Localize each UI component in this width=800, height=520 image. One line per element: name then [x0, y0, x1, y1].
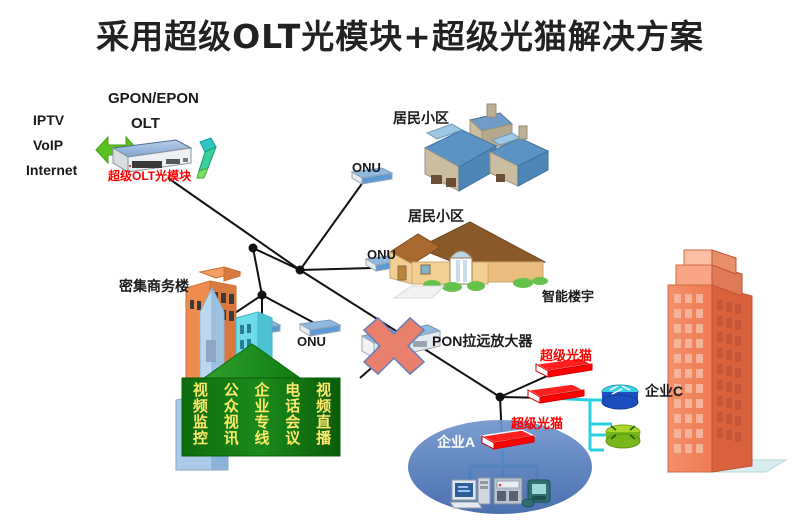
- pon-amplifier-label: PON拉远放大器: [432, 333, 533, 349]
- super-modem-label: 超级光猫: [540, 348, 593, 363]
- junction-node: [495, 392, 505, 402]
- junction-node: [257, 290, 267, 300]
- service-item-public-video: 公众视讯: [221, 382, 239, 446]
- residential-mid-label: 居民小区: [408, 208, 464, 224]
- page-title: 采用超级OLT光模块+超级光猫解决方案: [96, 17, 704, 56]
- onu-label: ONU: [352, 160, 381, 175]
- services-banner: 视频直播 电话会议 企业专线 公众视讯 视频监控: [184, 382, 338, 454]
- super-modem-label: 超级光猫: [511, 416, 564, 431]
- onu-label: ONU: [367, 247, 396, 262]
- service-item-phone-conference: 电话会议: [283, 382, 301, 446]
- enterprise-a-label: 企业A: [437, 434, 476, 450]
- residential-top-label: 居民小区: [393, 110, 449, 126]
- service-internet-label: Internet: [26, 162, 78, 178]
- gpon-epon-label: GPON/EPON: [108, 90, 199, 107]
- olt-label: OLT: [131, 115, 160, 132]
- service-item-enterprise-line: 企业专线: [252, 382, 270, 446]
- super-olt-module-label: 超级OLT光模块: [108, 169, 192, 183]
- service-iptv-label: IPTV: [33, 112, 65, 128]
- service-voip-label: VoIP: [33, 137, 64, 153]
- service-item-video-live: 视频直播: [314, 382, 332, 446]
- business-cluster-label: 密集商务楼: [119, 278, 189, 294]
- junction-node: [295, 265, 305, 275]
- enterprise-c-label: 企业C: [645, 383, 684, 399]
- service-item-video-surveillance: 视频监控: [190, 382, 208, 446]
- junction-node: [248, 243, 258, 253]
- smart-building-label: 智能楼宇: [542, 289, 595, 304]
- onu-label: ONU: [297, 334, 326, 349]
